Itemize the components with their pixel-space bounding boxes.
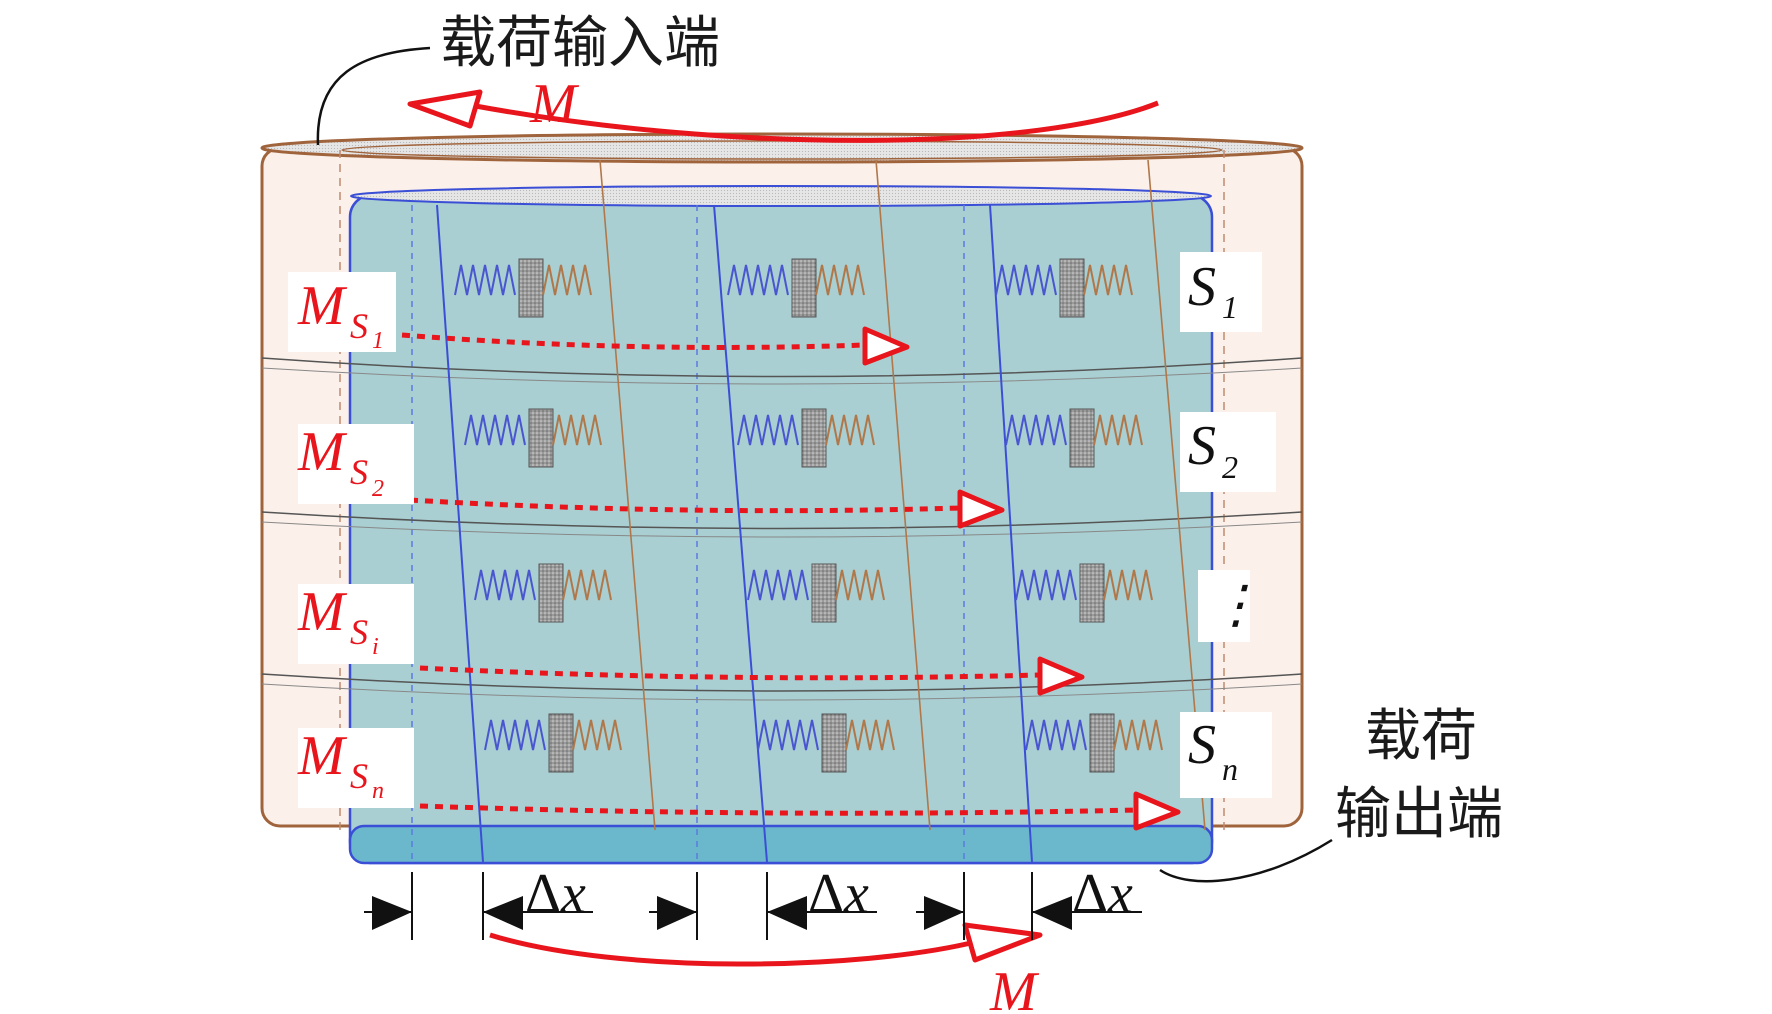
section-moment-label-i: M S i	[297, 581, 379, 660]
svg-text:2: 2	[1222, 449, 1238, 485]
load-output-label-line1: 载荷	[1365, 704, 1477, 769]
svg-text:2: 2	[372, 476, 384, 502]
delta-variable: x	[560, 863, 586, 925]
svg-text:M: M	[297, 275, 348, 337]
svg-text:S: S	[1188, 415, 1216, 477]
section-moment-arrow	[409, 489, 1005, 529]
section-ellipsis: ⋮	[1210, 577, 1262, 634]
svg-text:S: S	[1188, 714, 1216, 776]
input-moment-label: M	[529, 73, 580, 135]
output-moment-arrow	[489, 922, 1043, 967]
section-moment-arrow	[401, 326, 910, 366]
svg-text:S: S	[350, 612, 368, 652]
spring-damper	[1025, 713, 1163, 773]
svg-text:S: S	[1188, 256, 1216, 318]
section-label-2: S 2	[1188, 415, 1238, 485]
spring-damper	[464, 408, 602, 468]
section-moment-label-2: M S 2	[297, 421, 384, 502]
spring-damper-elements	[454, 258, 1163, 773]
section-label-1: S 1	[1188, 256, 1238, 325]
spring-damper	[454, 258, 592, 318]
delta-variable: x	[843, 863, 869, 925]
svg-text:M: M	[297, 581, 348, 643]
spring-damper	[727, 258, 865, 318]
section-moment-arrow	[419, 656, 1085, 696]
input-moment-arrow	[407, 89, 1159, 143]
svg-text:i: i	[372, 634, 379, 660]
section-moment-arrows	[401, 326, 1181, 831]
svg-text:1: 1	[372, 328, 384, 354]
load-input-label: 载荷输入端	[440, 11, 720, 76]
svg-text:M: M	[297, 421, 348, 483]
section-label-n: S n	[1188, 714, 1238, 787]
spring-damper	[474, 563, 612, 623]
svg-text:M: M	[297, 725, 348, 787]
svg-text:n: n	[372, 778, 384, 804]
section-moment-arrow	[419, 791, 1181, 831]
input-leader-line	[316, 46, 431, 146]
spring-damper	[484, 713, 622, 773]
svg-text:S: S	[350, 452, 368, 492]
delta-symbol: Δ	[1072, 863, 1108, 925]
output-leader-line	[1159, 838, 1333, 883]
delta-symbol: Δ	[808, 863, 844, 925]
delta-variable: x	[1107, 863, 1133, 925]
spring-damper	[1005, 408, 1143, 468]
section-lines	[261, 357, 1303, 701]
output-moment-label: M	[989, 961, 1040, 1014]
spring-damper	[757, 713, 895, 773]
spring-damper	[995, 258, 1133, 318]
spring-damper	[1015, 563, 1153, 623]
svg-text:S: S	[350, 306, 368, 346]
label-boxes	[288, 252, 1276, 808]
section-moment-label-1: M S 1	[297, 275, 384, 354]
spring-damper	[747, 563, 885, 623]
load-output-label-line2: 输出端	[1335, 782, 1503, 847]
spring-damper	[737, 408, 875, 468]
delta-symbol: Δ	[525, 863, 561, 925]
svg-text:1: 1	[1222, 289, 1238, 325]
svg-text:n: n	[1222, 751, 1238, 787]
svg-text:S: S	[350, 756, 368, 796]
section-moment-label-n: M S n	[297, 725, 384, 804]
